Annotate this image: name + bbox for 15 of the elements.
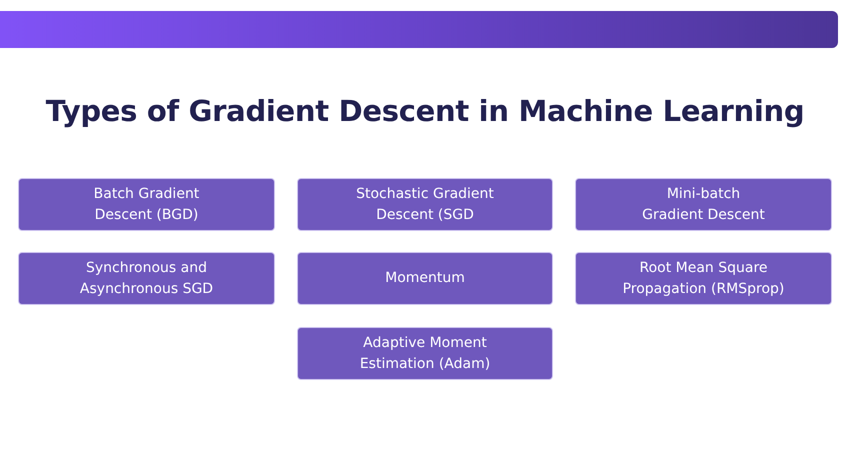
category-box (575, 252, 832, 305)
category-label: Adaptive Moment Estimation (Adam) (358, 334, 492, 374)
category-label: Root Mean Square Propagation (RMSprop) (622, 258, 786, 298)
category-box (297, 252, 553, 305)
category-label: Mini-batch Gradient Descent (641, 184, 766, 224)
diagram-title: Types of Gradient Descent in Machine Learning (44, 94, 806, 128)
category-label: Stochastic Gradient Descent (SGD (355, 184, 495, 224)
category-label: Synchronous and Asynchronous SGD (78, 258, 214, 298)
category-box (575, 178, 832, 231)
category-label: Batch Gradient Descent (BGD) (92, 184, 200, 224)
category-box (297, 327, 553, 380)
category-box (18, 252, 275, 305)
category-box (297, 178, 553, 231)
category-box (18, 178, 275, 231)
category-label: Momentum (385, 269, 465, 288)
